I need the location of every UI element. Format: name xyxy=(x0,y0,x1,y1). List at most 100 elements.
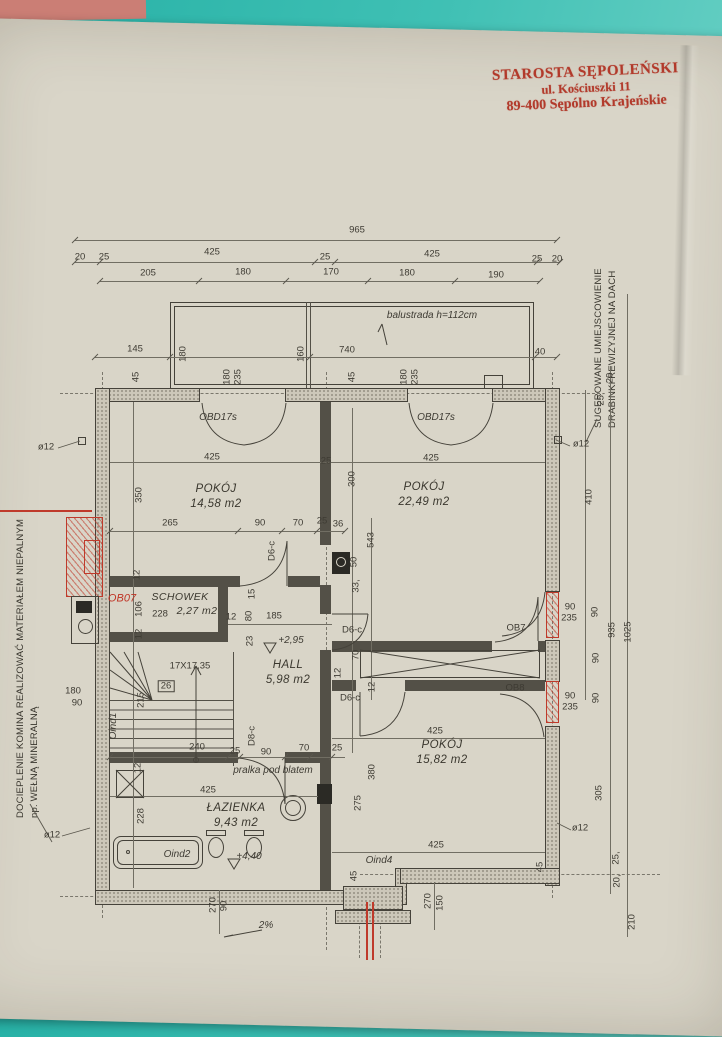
dim-label: 235 xyxy=(232,369,244,385)
dim-label: 90 xyxy=(218,900,230,912)
dim-label: D6-c xyxy=(339,692,361,704)
dim-label: 25 xyxy=(331,742,343,754)
dim-label: 270 xyxy=(207,897,219,913)
dim-label: 425 xyxy=(423,452,439,464)
room-area: 15,82 m2 xyxy=(416,753,468,766)
dim-label: ø12 xyxy=(37,441,55,453)
dim-label: D6-c xyxy=(341,624,363,636)
window-ob7-red-hatch xyxy=(546,592,559,638)
toilet-tank xyxy=(206,830,226,836)
room-area: 2,27 m2 xyxy=(176,604,218,617)
room-name: POKÓJ xyxy=(403,481,445,493)
room-label-pokoj-1: POKÓJ 14,58 m2 xyxy=(190,482,241,512)
dim-label: OBD17s xyxy=(199,412,237,423)
dim-label: 25 xyxy=(229,745,241,757)
room-name: POKÓJ xyxy=(195,483,237,495)
wall-top xyxy=(285,388,408,402)
dim-label: 425 xyxy=(424,248,440,260)
chimney-block xyxy=(71,596,99,644)
dim-label: 180 xyxy=(399,267,415,279)
dim-label: +4,40 xyxy=(236,851,262,862)
room-label-schowek: SCHOWEK 2,27 m2 xyxy=(143,591,218,618)
dim-label: 180 xyxy=(177,346,189,362)
dim-label: 180 xyxy=(221,369,233,385)
dim-label: 50 xyxy=(348,556,360,568)
dim-label: 12 xyxy=(131,569,143,581)
dim-label: 145 xyxy=(127,343,143,355)
dim-label: 228 xyxy=(152,608,168,620)
wall-top xyxy=(95,388,200,402)
dim-label: 270 xyxy=(422,893,434,909)
red-marker-line xyxy=(0,510,92,512)
dim-label: 20, xyxy=(611,874,623,888)
dim-label: D6-c xyxy=(266,540,278,562)
dim-label: 275 xyxy=(352,795,364,811)
dim-label: 12 xyxy=(366,681,378,693)
room-area: 9,43 m2 xyxy=(213,816,259,829)
dim-label: 350 xyxy=(133,487,145,503)
dim-label: 45 xyxy=(346,371,358,383)
dim-label: 425 xyxy=(200,784,216,796)
wall-right xyxy=(545,726,560,886)
red-pipe-line xyxy=(366,902,368,960)
wall-top xyxy=(492,388,560,402)
dim-label: 190 xyxy=(488,269,504,281)
dim-label: Oind2 xyxy=(163,849,191,860)
dim-label: 90 xyxy=(589,606,601,618)
dim-label: 45 xyxy=(130,371,142,383)
dim-label: 210 xyxy=(626,914,638,930)
bathtub-drain xyxy=(126,850,130,854)
dim-label: 228 xyxy=(135,808,147,824)
dim-label: balustrada h=112cm xyxy=(386,310,478,321)
chimney-flue-circle xyxy=(78,619,93,634)
bidet-tank xyxy=(244,830,264,836)
chimney-vent xyxy=(76,601,92,613)
wardrobe-box xyxy=(360,650,540,678)
wall-right xyxy=(545,388,560,592)
window-ob8-red-hatch xyxy=(546,681,559,723)
dim-label: 180 xyxy=(235,266,251,278)
dim-label: 1025 xyxy=(622,621,634,643)
dim-label: 215 xyxy=(135,692,147,708)
bathtub xyxy=(113,836,203,869)
bathtub-inner xyxy=(117,840,199,865)
room-name: HALL xyxy=(272,659,304,671)
dim-label: 235 xyxy=(561,612,577,624)
dim-label: 935 xyxy=(606,622,618,638)
dim-label: 25 xyxy=(316,515,328,527)
dim-label: 90 xyxy=(564,690,576,702)
floor-plan-drawing: STAROSTA SĘPOLEŃSKI ul. Kościuszki 11 89… xyxy=(0,60,679,960)
anchor-right xyxy=(554,436,562,444)
dim-label: 90 xyxy=(564,601,576,613)
dim-label: 12 xyxy=(132,762,144,774)
dim-label: 205 xyxy=(140,267,156,279)
dim-label: 235 xyxy=(562,701,578,713)
bidet-bowl xyxy=(246,837,262,858)
dim-label: 160 xyxy=(295,346,307,362)
dim-label: 25 xyxy=(320,455,332,467)
dim-label: 180 xyxy=(398,369,410,385)
dim-label: 25 xyxy=(98,251,110,263)
dim-label: 90 xyxy=(590,652,602,664)
dim-label: 25 xyxy=(319,251,331,263)
room-area: 14,58 m2 xyxy=(190,497,242,510)
dim-label: 20 xyxy=(551,253,563,265)
dim-label: 180 xyxy=(65,685,81,697)
dim-label: 80 xyxy=(243,610,255,622)
toilet-bowl xyxy=(208,837,224,858)
dim-label: 235 xyxy=(409,369,421,385)
washbasin-inner xyxy=(285,800,301,816)
dim-label: 45 xyxy=(348,870,360,882)
dim-label: OB8 xyxy=(505,682,525,694)
wall-right xyxy=(545,640,560,682)
washing-machine xyxy=(317,784,332,804)
dim-label: 265 xyxy=(162,517,178,529)
room-name: POKÓJ xyxy=(421,739,463,751)
dim-label: Oind4 xyxy=(365,855,393,866)
dim-label: ø12 xyxy=(572,438,590,450)
dim-label: 12 xyxy=(225,611,237,623)
room-label-hall: HALL 5,98 m2 xyxy=(266,658,310,688)
dim-label: 45 xyxy=(534,861,546,873)
dim-label: 425 xyxy=(428,839,444,851)
